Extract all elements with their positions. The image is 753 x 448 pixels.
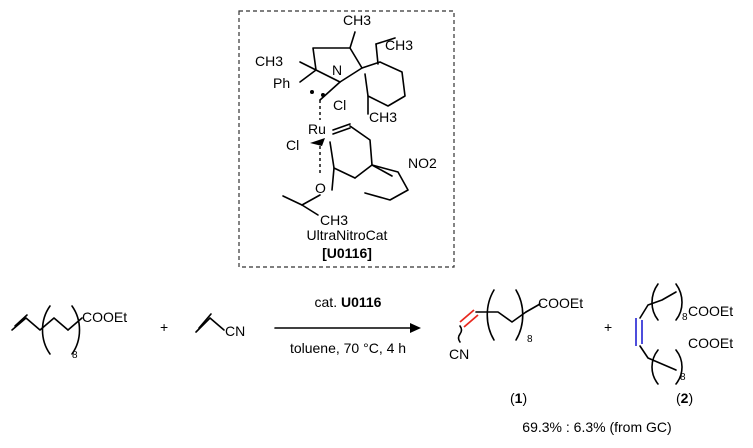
- atom-cl-left: Cl: [286, 137, 299, 153]
- catalyst-frame: [238, 10, 455, 268]
- product-1-index: 8: [527, 334, 533, 345]
- wavy-bond: [457, 325, 463, 343]
- product-2-group-bottom: COOEt: [688, 335, 733, 351]
- catalyst-code: [U0116]: [322, 245, 372, 261]
- conditions-below: toluene, 70 °C, 4 h: [290, 340, 406, 356]
- atom-ch3-left: CH3: [255, 53, 283, 69]
- reactant-1-index: 8: [72, 350, 78, 361]
- reactant-2-group: CN: [225, 323, 245, 339]
- product-2-group-top: COOEt: [688, 303, 733, 319]
- conditions-above: cat. U0116: [315, 294, 382, 310]
- reaction-arrow: [274, 323, 421, 333]
- conditions-above-prefix: cat.: [315, 294, 341, 310]
- plus-2: +: [604, 319, 612, 335]
- reactant-1-group: COOEt: [82, 309, 127, 325]
- conditions-above-code: U0116: [341, 294, 382, 310]
- catalyst-box: CH3 CH3 Ph N CH3 CH3 Cl Ru Cl O NO2 CH3 …: [238, 10, 455, 268]
- product-1-group: COOEt: [538, 295, 583, 311]
- product-2-index-top: 8: [682, 312, 688, 323]
- atom-ch3-right-bottom: CH3: [369, 109, 397, 125]
- atom-cl-right: Cl: [333, 97, 346, 113]
- product-1-cn: CN: [449, 346, 469, 362]
- product-2-label: (2): [676, 390, 693, 406]
- product-2-label-num: 2: [681, 390, 689, 406]
- atom-n: N: [332, 62, 342, 78]
- reactant-2: CN: [195, 313, 245, 339]
- reactant-1: COOEt 8: [11, 305, 127, 361]
- atom-ch3-top: CH3: [343, 12, 371, 28]
- plus-1: +: [160, 319, 168, 335]
- product-ratio: 69.3% : 6.3% (from GC): [522, 419, 671, 435]
- atom-no2: NO2: [408, 155, 437, 171]
- product-1-label: (1): [510, 390, 527, 406]
- product-1-label-num: 1: [515, 390, 523, 406]
- atom-ph: Ph: [273, 75, 290, 91]
- atom-ch3-right-top: CH3: [385, 37, 413, 53]
- catalyst-structure: [282, 31, 409, 216]
- catalyst-name: UltraNitroCat: [307, 227, 388, 243]
- atom-o: O: [315, 180, 326, 196]
- product-1: COOEt 8 CN (1): [449, 289, 583, 406]
- product-2-index-bottom: 8: [680, 372, 686, 383]
- atom-ch3-bottom: CH3: [320, 212, 348, 228]
- atom-ru: Ru: [308, 121, 326, 137]
- product-2: COOEt COOEt 8 8 (2): [635, 283, 733, 406]
